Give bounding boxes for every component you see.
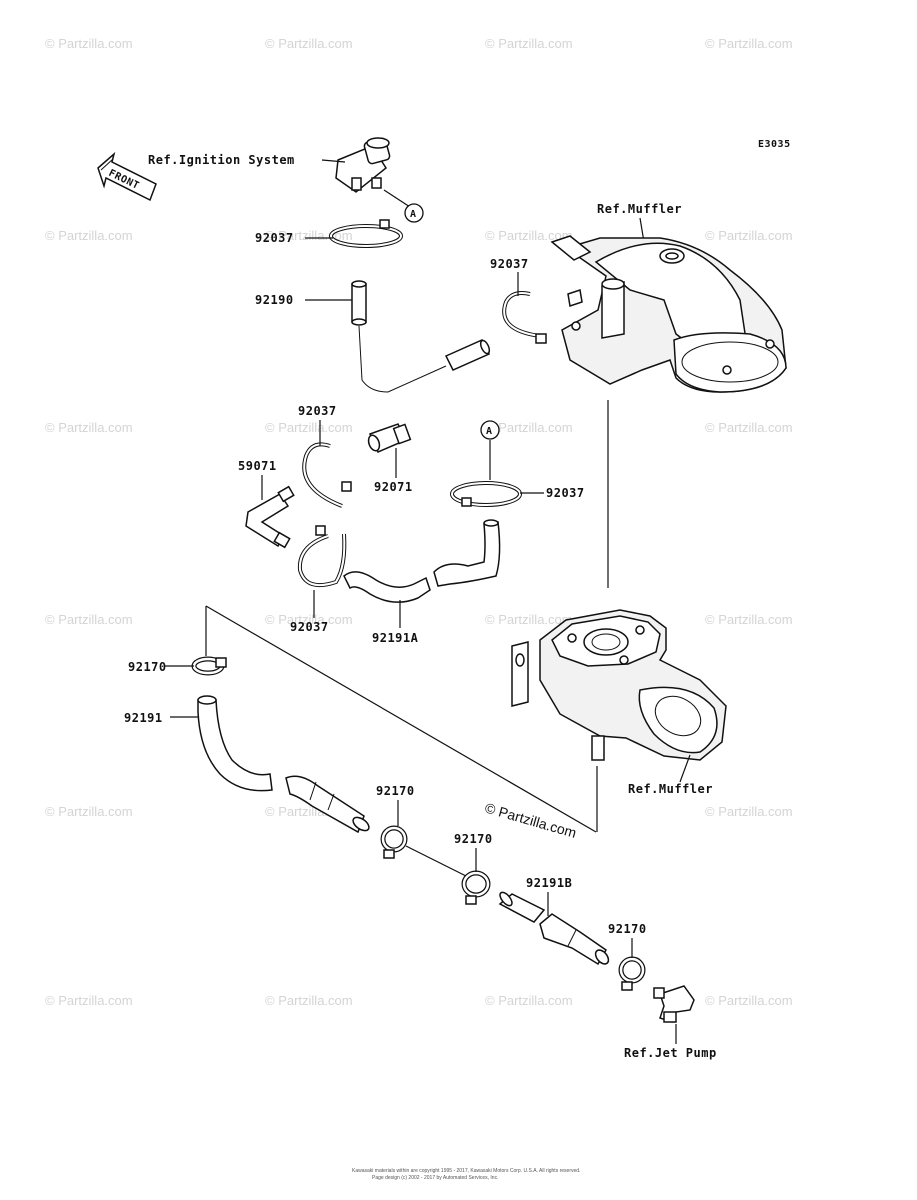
watermark: © Partzilla.com: [705, 228, 793, 243]
diagram-code: E3035: [758, 139, 791, 150]
part-label: 92037: [546, 486, 585, 500]
part-label: 59071: [238, 459, 277, 473]
hose-icon: [351, 280, 491, 371]
watermark: © Partzilla.com: [265, 36, 353, 51]
hose-clamp-icon: [618, 956, 646, 991]
footer-line: Kawasaki materials within are copyright …: [352, 1168, 580, 1174]
hose-icon: [343, 519, 501, 603]
clamp-icon: [329, 219, 403, 248]
watermark: © Partzilla.com: [485, 228, 573, 243]
part-label: 92191B: [526, 876, 572, 890]
ref-ignition-label: Ref.Ignition System: [148, 153, 295, 167]
watermark: © Partzilla.com: [45, 228, 133, 243]
hose-icon: [498, 891, 610, 966]
watermark: © Partzilla.com: [45, 420, 133, 435]
watermark: © Partzilla.com: [485, 420, 573, 435]
part-label: 92190: [255, 293, 294, 307]
watermark: © Partzilla.com: [705, 612, 793, 627]
fitting-icon: [367, 423, 412, 453]
elbow-icon: [245, 485, 295, 549]
hose-clamp-icon: [461, 870, 491, 905]
part-label: 92071: [374, 480, 413, 494]
svg-text:A: A: [486, 426, 493, 437]
part-label: 92170: [454, 832, 493, 846]
part-label: 92037: [490, 257, 529, 271]
watermark: © Partzilla.com: [705, 993, 793, 1008]
clamp-icon: [502, 291, 547, 344]
part-label: 92170: [376, 784, 415, 798]
part-label: 92037: [298, 404, 337, 418]
watermark: © Partzilla.com: [265, 420, 353, 435]
watermark: © Partzilla.com: [705, 804, 793, 819]
muffler-bottom-icon: [511, 609, 727, 761]
ignition-fitting-icon: [335, 137, 391, 193]
ref-muffler-top-label: Ref.Muffler: [597, 202, 682, 216]
hose-clamp-icon: [191, 656, 227, 676]
clamp-icon: [450, 481, 522, 507]
clamp-icon: [302, 442, 352, 508]
watermark: © Partzilla.com: [485, 612, 573, 627]
clamp-icon: [297, 525, 347, 587]
part-label: 92191: [124, 711, 163, 725]
watermark: © Partzilla.com: [45, 804, 133, 819]
jet-pump-fitting-icon: [653, 985, 695, 1023]
ref-muffler-bottom-label: Ref.Muffler: [628, 782, 713, 796]
watermark: © Partzilla.com: [265, 993, 353, 1008]
hose-icon: [197, 695, 370, 834]
muffler-top-icon: [550, 235, 787, 393]
footer-line: Page design (c) 2002 - 2017 by Automated…: [372, 1175, 498, 1181]
watermark: © Partzilla.com: [265, 612, 353, 627]
part-label: 92170: [128, 660, 167, 674]
part-label: 92170: [608, 922, 647, 936]
ref-jet-pump-label: Ref.Jet Pump: [624, 1046, 717, 1060]
watermark: © Partzilla.com: [485, 36, 573, 51]
part-label: 92191A: [372, 631, 419, 645]
watermark: © Partzilla.com: [705, 420, 793, 435]
watermark-layer: © Partzilla.com © Partzilla.com © Partzi…: [45, 36, 793, 1008]
svg-text:A: A: [410, 209, 417, 220]
copyright-label: © Partzilla.com: [483, 800, 578, 841]
part-label: 92037: [290, 620, 329, 634]
part-label: 92037: [255, 231, 294, 245]
watermark: © Partzilla.com: [485, 993, 573, 1008]
callout-a-middle: A: [480, 420, 500, 440]
watermark: © Partzilla.com: [45, 36, 133, 51]
watermark: © Partzilla.com: [45, 993, 133, 1008]
watermark: © Partzilla.com: [45, 612, 133, 627]
watermark: © Partzilla.com: [705, 36, 793, 51]
callout-a-top: A: [404, 203, 424, 223]
hose-clamp-icon: [380, 825, 408, 859]
